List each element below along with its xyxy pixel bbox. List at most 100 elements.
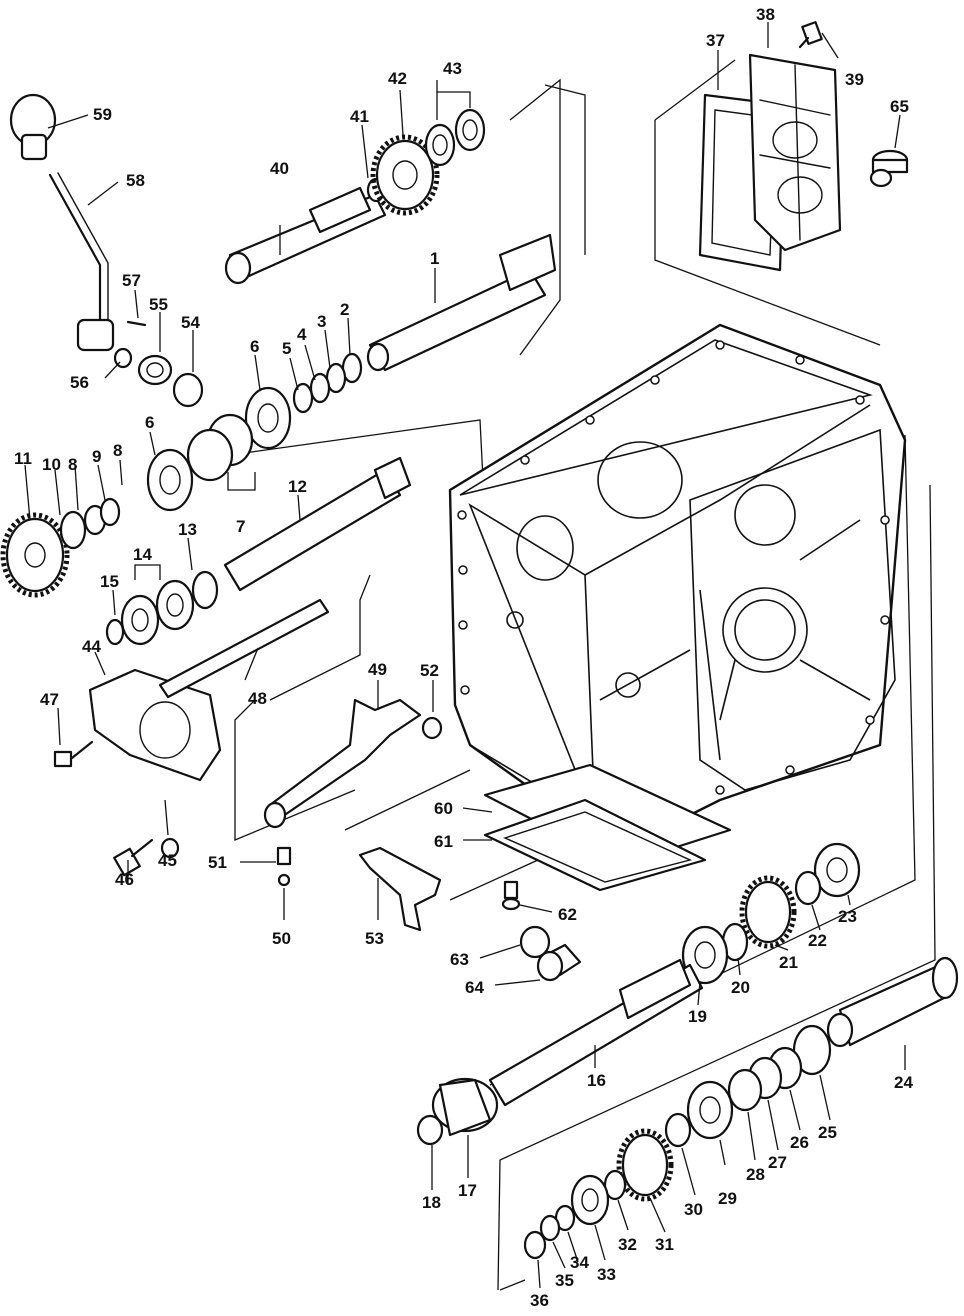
- spacer-22: [794, 870, 822, 906]
- rear-bearing-23: [813, 842, 861, 898]
- callout-28: 28: [746, 1165, 765, 1184]
- front-cover: [88, 668, 222, 782]
- pto-bearings: [120, 579, 195, 646]
- callout-40: 40: [270, 159, 289, 178]
- countershaft: [224, 186, 387, 285]
- lever-seal: [172, 372, 204, 408]
- callout-53: 53: [365, 929, 384, 948]
- gear-31: [616, 1128, 674, 1202]
- callout-51: 51: [208, 853, 227, 872]
- callout-55: 55: [149, 295, 168, 314]
- callout-20: 20: [731, 978, 750, 997]
- cover-washer: [160, 837, 180, 859]
- callout-32: 32: [618, 1235, 637, 1254]
- coupler-17: [431, 1077, 499, 1137]
- callout-46: 46: [115, 870, 134, 889]
- callout-30: 30: [684, 1200, 703, 1219]
- output-shaft-24: [826, 956, 959, 1048]
- callout-61: 61: [434, 832, 453, 851]
- callout-48: 48: [248, 689, 267, 708]
- bearing-19: [681, 925, 729, 985]
- countershaft-bearings: [424, 108, 486, 167]
- drain-washer: [519, 925, 551, 959]
- callout-labels: 1 2 3 4 5 6 6 7 8 9 10 11 8 12 13 14 15 …: [14, 5, 913, 1310]
- washer-35: [539, 1214, 561, 1242]
- pto-lockwasher: [99, 497, 121, 527]
- callout-14: 14: [133, 545, 152, 564]
- lever-pin: [126, 320, 147, 327]
- callout-64: 64: [465, 978, 484, 997]
- callout-12: 12: [288, 477, 307, 496]
- detent-ball: [277, 873, 291, 887]
- callout-37: 37: [706, 31, 725, 50]
- callout-2: 2: [340, 300, 349, 319]
- drain-plug: [536, 943, 582, 982]
- callout-36: 36: [530, 1291, 549, 1310]
- gear-21: [739, 875, 797, 949]
- callout-41: 41: [350, 107, 369, 126]
- ring-28: [727, 1068, 763, 1112]
- top-cover-plate: [748, 53, 842, 252]
- callout-25: 25: [818, 1123, 837, 1142]
- bearing-33: [570, 1174, 610, 1226]
- drive-shaft-bearing: [244, 386, 292, 450]
- large-snap-rings: [186, 413, 254, 482]
- main-drive-shaft: [366, 233, 557, 372]
- callout-33: 33: [597, 1265, 616, 1284]
- callout-52: 52: [420, 661, 439, 680]
- callout-6: 6: [250, 337, 259, 356]
- pto-snap-ring: [191, 570, 219, 610]
- callout-8: 8: [68, 455, 77, 474]
- callout-57: 57: [122, 271, 141, 290]
- callout-43: 43: [443, 59, 462, 78]
- callout-15: 15: [100, 572, 119, 591]
- transmission-housing: [448, 323, 907, 862]
- callout-11: 11: [14, 449, 32, 468]
- callout-18: 18: [422, 1193, 441, 1212]
- callout-10: 10: [42, 455, 61, 474]
- callout-65: 65: [890, 97, 909, 116]
- pto-spacer: [105, 618, 125, 646]
- callout-63: 63: [450, 950, 469, 969]
- callout-17: 17: [458, 1181, 477, 1200]
- callout-4: 4: [297, 325, 307, 344]
- callout-1: 1: [430, 249, 439, 268]
- nut-36: [523, 1230, 547, 1260]
- callout-6: 6: [145, 413, 154, 432]
- cover-bolt-47: [53, 740, 94, 768]
- filler-plug: [869, 149, 909, 188]
- shift-fork: [263, 698, 422, 829]
- callout-35: 35: [555, 1271, 574, 1290]
- ring-30: [664, 1112, 692, 1148]
- main-shaft: [488, 958, 704, 1107]
- callout-27: 27: [768, 1153, 787, 1172]
- callout-50: 50: [272, 929, 291, 948]
- callout-8: 8: [113, 441, 122, 460]
- callout-60: 60: [434, 799, 453, 818]
- shaft-end-18: [416, 1114, 444, 1146]
- lever-ball-seat: [137, 354, 173, 386]
- pto-hub: [59, 510, 87, 550]
- callout-9: 9: [92, 447, 101, 466]
- callout-39: 39: [845, 70, 864, 89]
- cover-screw: [501, 880, 521, 911]
- shift-knob: [9, 93, 57, 161]
- callout-34: 34: [570, 1253, 589, 1272]
- callout-59: 59: [93, 105, 112, 124]
- callout-45: 45: [158, 851, 177, 870]
- callout-26: 26: [790, 1133, 809, 1152]
- callout-54: 54: [181, 313, 200, 332]
- cover-bolt-46: [113, 838, 154, 877]
- callout-29: 29: [718, 1189, 737, 1208]
- callout-24: 24: [894, 1073, 913, 1092]
- callout-21: 21: [779, 953, 798, 972]
- callout-31: 31: [655, 1235, 674, 1254]
- callout-leaders: [24, 22, 906, 1289]
- callout-42: 42: [388, 69, 407, 88]
- bottom-cover: [483, 798, 707, 892]
- callout-13: 13: [178, 520, 197, 539]
- shift-rail: [158, 598, 330, 699]
- shift-lever-shaft: [358, 846, 442, 932]
- drive-shaft-snap-rings: [292, 352, 363, 414]
